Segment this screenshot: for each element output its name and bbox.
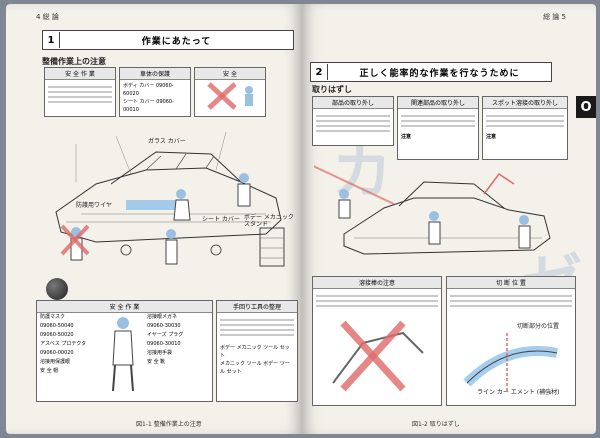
left-page: 4 総 論 1 作業にあたって 整備作業上の注意 安 全 作 業 車体の保護 ボ… xyxy=(6,4,302,434)
left-figure-caption: 図1-1 整備作業上の注意 xyxy=(136,421,202,428)
left-subsection-title: 整備作業上の注意 xyxy=(42,57,106,66)
equipment-number: 09060-00020 xyxy=(40,350,74,356)
coin-on-page xyxy=(46,278,68,300)
car-removal-illustration xyxy=(314,165,551,255)
equipment-name: 安 全 帽 xyxy=(40,368,59,374)
note-label: 注意 xyxy=(401,134,412,140)
section-number: 2 xyxy=(311,64,328,80)
box-header: スポット溶接の取り外し xyxy=(483,97,567,109)
related-parts-box: 関連部品の取り外し 注意 xyxy=(397,96,479,160)
equipment-name: イヤーズ プラグ xyxy=(147,332,184,338)
removal-box: 部品の取り外し xyxy=(312,96,394,146)
cut-position-diagram xyxy=(463,333,558,393)
section-title: 作業にあたって xyxy=(141,36,212,47)
right-subsection-title: 取りはずし xyxy=(312,85,352,94)
dust-wire-label: 防護用ワイヤ xyxy=(76,202,112,209)
equipment-name: 防護マスク xyxy=(40,314,66,320)
glass-cover-label: ガラス カバー xyxy=(148,138,186,145)
seat-cover-label: シート カバー xyxy=(202,216,240,223)
equipment-name: 09060-50020 xyxy=(40,332,74,338)
box-header: 部品の取り外し xyxy=(313,97,393,109)
box-header: 安 全 作 業 xyxy=(45,68,115,80)
equipment-number: 09060-50040 xyxy=(40,323,74,329)
finish-label: ライン カー エメント (補強材) xyxy=(477,389,560,396)
car-body-illustration xyxy=(55,131,285,267)
equipment-number: 09060-30010 xyxy=(147,341,181,347)
prohibited-pose-illustration xyxy=(207,82,253,110)
note-label: 注意 xyxy=(486,134,497,140)
box-header: 車体の保護 xyxy=(120,68,190,80)
box-header: 安 全 作 業 xyxy=(37,301,212,313)
part-name: ボディ カバー xyxy=(123,83,155,89)
part-name: シート カバー xyxy=(123,99,155,105)
box-header: 関連部品の取り外し xyxy=(398,97,478,109)
spot-weld-box: スポット溶接の取り外し 注意 xyxy=(482,96,568,160)
stand-label: ボデー メカニック スタンド xyxy=(244,214,294,228)
right-running-head: 総 論 5 xyxy=(543,13,566,21)
box-header: 溶接棒の注意 xyxy=(313,277,441,289)
right-page: 総 論 5 カ ゼ 2 正しく能率的な作業を行なうために 取りはずし O 部品の… xyxy=(302,4,596,434)
equipment-name: 溶接用保護眼 xyxy=(40,359,71,365)
mechanic-figure xyxy=(112,317,134,392)
open-book: 4 総 論 1 作業にあたって 整備作業上の注意 安 全 作 業 車体の保護 ボ… xyxy=(6,4,596,434)
part-number: 09060-00010 xyxy=(123,99,174,113)
equipment-number: 09060-30030 xyxy=(147,323,181,329)
cutting-caution-box: 溶接棒の注意 xyxy=(312,276,442,406)
tool-item: メカニック ツール ボデー ツール セット xyxy=(220,361,290,375)
safety-equipment-box: 安 全 作 業 防護マスク 09060-50040 09060-50020 アス… xyxy=(36,300,213,402)
box-header: 切 断 位 置 xyxy=(447,277,575,289)
tool-arrangement-box: 手回り工具の整理 ボデー メカニック ツール セット メカニック ツール ボデー… xyxy=(216,300,298,402)
chapter-tab: O xyxy=(576,96,596,118)
box-header: 安 全 xyxy=(195,68,265,80)
equipment-name: アスベス プロテクタ xyxy=(40,341,87,347)
right-section-banner: 2 正しく能率的な作業を行なうために xyxy=(310,62,552,82)
equipment-name: 溶接用手袋 xyxy=(147,350,173,356)
section-title: 正しく能率的な作業を行なうために xyxy=(359,68,520,79)
tool-item: ボデー メカニック ツール セット xyxy=(220,345,290,359)
cutting-position-box: 切 断 位 置 切断部分の位置 ライン カー エメント (補強材) xyxy=(446,276,576,406)
left-running-head: 4 総 論 xyxy=(36,13,59,21)
body-protection-box: 車体の保護 ボディ カバー 09060-60020 シート カバー 09060-… xyxy=(119,67,191,117)
cut-section-label: 切断部分の位置 xyxy=(517,323,560,330)
section-number: 1 xyxy=(43,32,60,48)
equipment-name: 安 全 靴 xyxy=(147,359,166,365)
safety-box: 安 全 作 業 xyxy=(44,67,116,117)
left-section-banner: 1 作業にあたって xyxy=(42,30,294,50)
prohibited-cut-illustration xyxy=(332,320,424,392)
equipment-name: 溶接眼メガネ xyxy=(147,314,178,320)
part-number: 09060-60020 xyxy=(123,83,174,97)
right-figure-caption: 図1-2 取りはずし xyxy=(412,421,460,428)
safety-illustration-box: 安 全 xyxy=(194,67,266,117)
box-header: 手回り工具の整理 xyxy=(217,301,297,313)
